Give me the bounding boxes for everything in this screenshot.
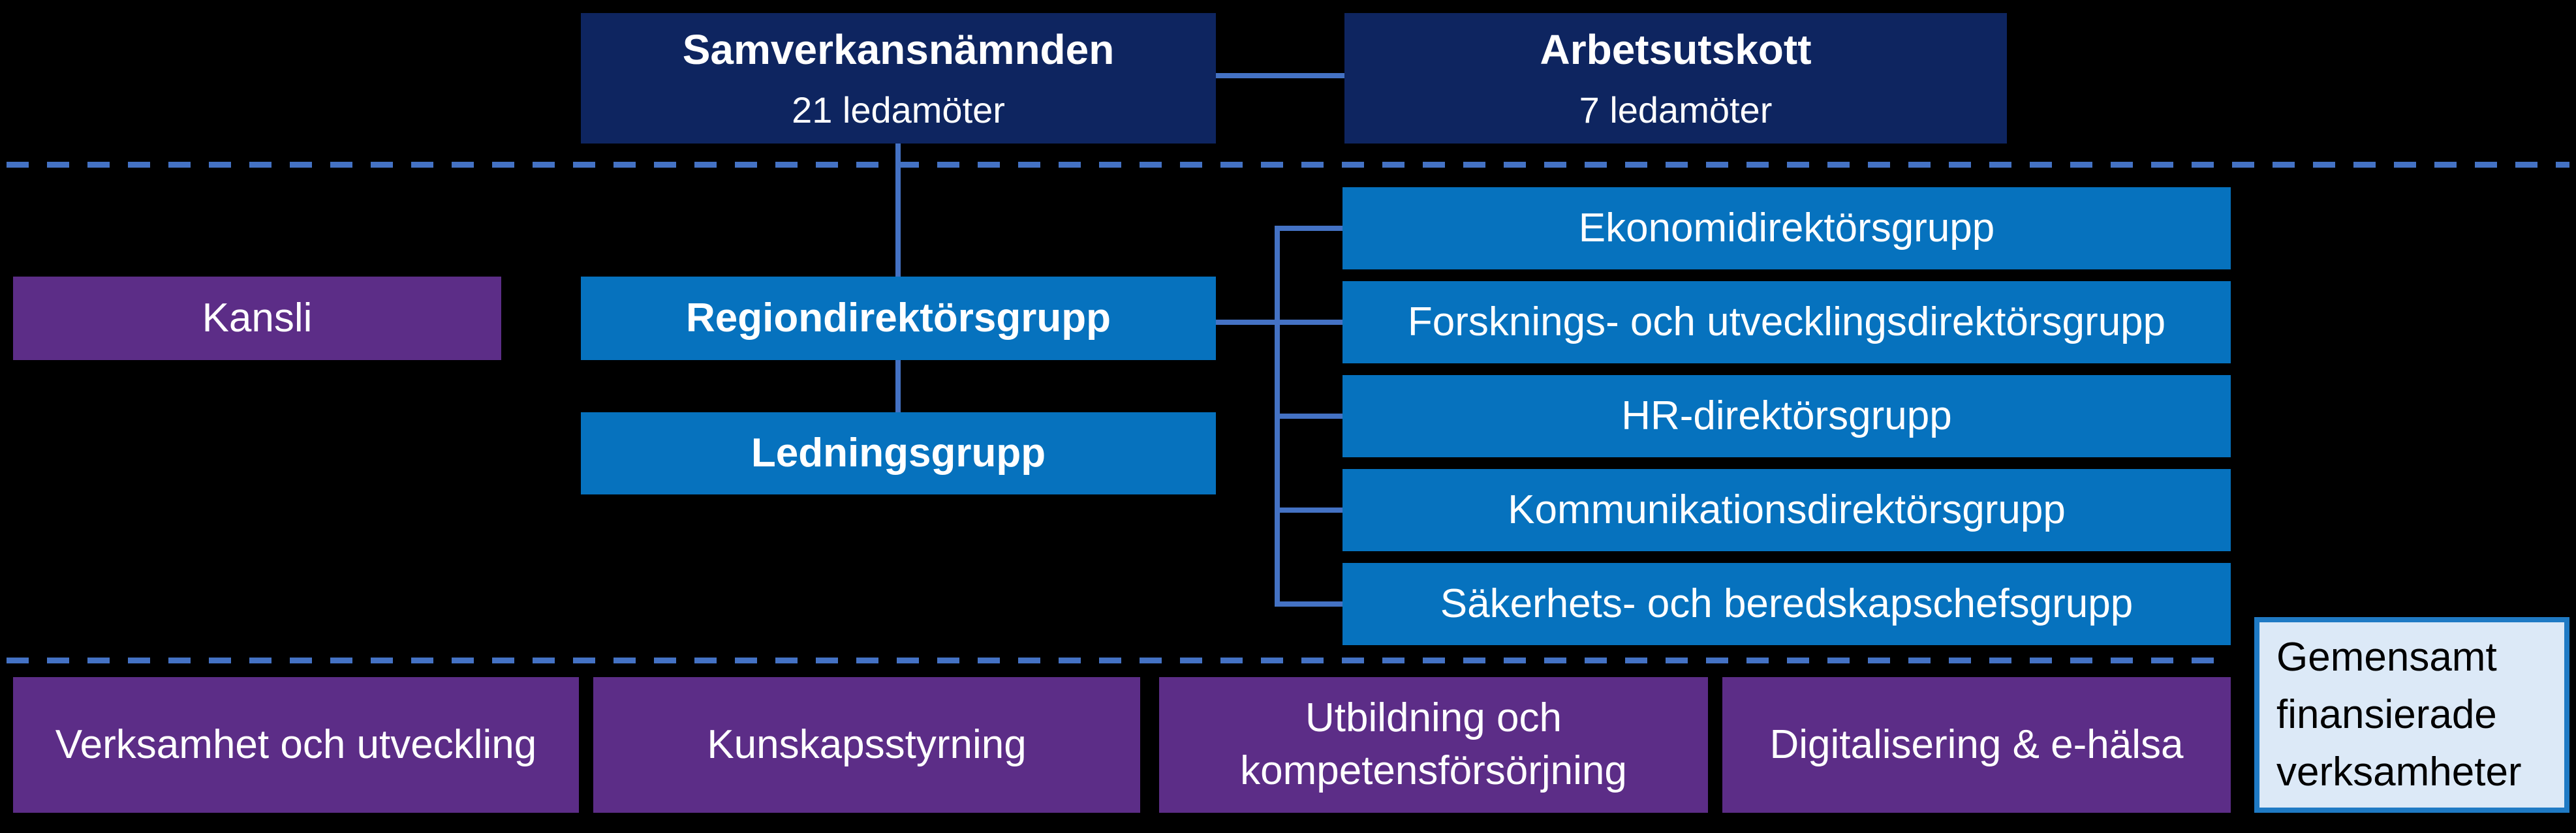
samverkansnamnden-subtitle: 21 ledamöter: [792, 89, 1005, 130]
box-kansli: Kansli: [13, 277, 501, 360]
connector-stub-sakerhet: [1275, 601, 1342, 607]
box-gemensamt-finansierade-verksamheter: Gemensamt finansierade verksamheter: [2254, 617, 2569, 813]
dashed-divider-top: [7, 162, 2569, 168]
box-kommunikationsdirektorsgrupp: Kommunikationsdirektörsgrupp: [1342, 469, 2231, 551]
box-sakerhets-och-beredskapschefsgrupp: Säkerhets- och beredskapschefsgrupp: [1342, 563, 2231, 645]
samverkansnamnden-title: Samverkansnämnden: [682, 25, 1115, 73]
box-verksamhet-och-utveckling: Verksamhet och utveckling: [13, 677, 579, 813]
box-ekonomidirektorsgrupp: Ekonomidirektörsgrupp: [1342, 187, 2231, 269]
connector-region-lednings: [895, 360, 901, 412]
connector-samverkan-arbetsutskott: [1216, 73, 1344, 78]
box-kunskapsstyrning: Kunskapsstyrning: [593, 677, 1140, 813]
box-digitalisering-och-ehalsa: Digitalisering & e-hälsa: [1722, 677, 2231, 813]
box-hr-direktorsgrupp: HR-direktörsgrupp: [1342, 375, 2231, 457]
box-arbetsutskott: Arbetsutskott 7 ledamöter: [1344, 13, 2007, 144]
arbetsutskott-title: Arbetsutskott: [1540, 25, 1812, 73]
box-utbildning-och-kompetensforsorjning: Utbildning och kompetensförsörjning: [1159, 677, 1708, 813]
box-regiondirektorsgrupp: Regiondirektörsgrupp: [581, 277, 1216, 360]
box-ledningsgrupp: Ledningsgrupp: [581, 412, 1216, 494]
box-samverkansnamnden: Samverkansnämnden 21 ledamöter: [581, 13, 1216, 144]
dashed-divider-bottom: [7, 658, 2219, 663]
connector-samverkan-region: [895, 144, 901, 277]
connector-stub-kommunikation: [1275, 507, 1342, 513]
connector-stub-ekonomi: [1275, 226, 1342, 231]
arbetsutskott-subtitle: 7 ledamöter: [1579, 89, 1773, 130]
connector-stub-hr: [1275, 414, 1342, 419]
box-forsknings-och-utvecklingsdirektorsgrupp: Forsknings- och utvecklingsdirektörsgrup…: [1342, 281, 2231, 363]
